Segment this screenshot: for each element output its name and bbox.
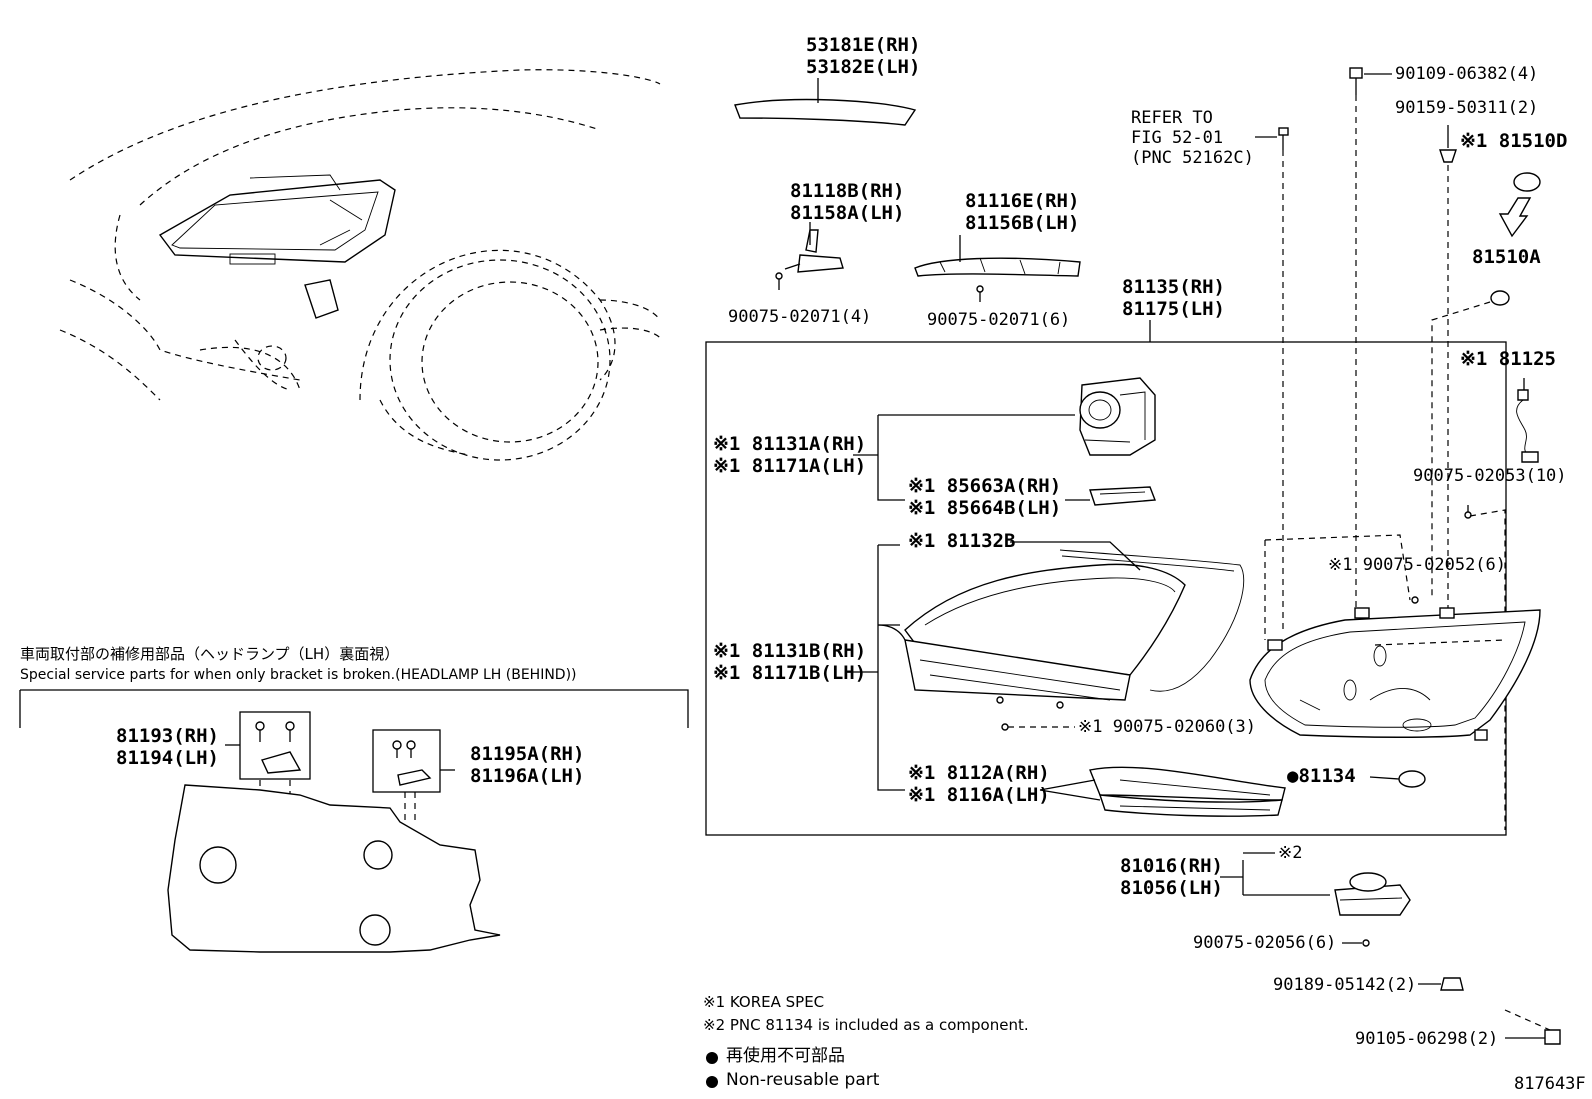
label-53182e: 53182E(LH) — [806, 56, 921, 78]
label-81134: ●81134 — [1287, 765, 1356, 787]
headlamp-81131b — [904, 549, 1245, 709]
label-81016: 81016(RH) — [1120, 855, 1223, 877]
o-ring-81134 — [1398, 770, 1426, 788]
label-81175: 81175(LH) — [1122, 298, 1225, 320]
label-bolt-90075-4: 90075-02071(4) — [728, 307, 872, 327]
label-bolt-90075-60: ※1 90075-02060(3) — [1078, 717, 1257, 737]
bolt-90109 — [1349, 67, 1392, 610]
label-81193: 81193(RH) — [116, 725, 219, 747]
label-81132b: ※1 81132B — [908, 530, 1016, 552]
footnote-1: ※1 KOREA SPEC — [703, 993, 825, 1011]
label-8116a: ※1 8116A(LH) — [908, 784, 1050, 806]
legend-text-jp: 再使用不可部品 — [726, 1046, 845, 1066]
label-85664b: ※1 85664B(LH) — [908, 497, 1062, 519]
label-bolt-90075-56: 90075-02056(6) — [1193, 933, 1337, 953]
label-81171b: ※1 81171B(LH) — [713, 662, 867, 684]
label-81171a: ※1 81171A(LH) — [713, 455, 867, 477]
figure-id: 817643F — [1514, 1074, 1586, 1094]
label-81118b: 81118B(RH) — [790, 180, 905, 202]
label-81125: ※1 81125 — [1460, 348, 1556, 370]
label-bolt-90075-52: ※1 90075-02052(6) — [1328, 555, 1507, 575]
bracket-81116 — [914, 235, 1081, 302]
ballast-81016 — [1334, 872, 1411, 916]
label-81158a: 81158A(LH) — [790, 202, 905, 224]
label-81195a: 81195A(RH) — [470, 743, 585, 765]
label-81131b: ※1 81131B(RH) — [713, 640, 867, 662]
label-8112a: ※1 8112A(RH) — [908, 762, 1050, 784]
label-85663a: ※1 85663A(RH) — [908, 475, 1062, 497]
service-bracket-frame — [19, 689, 689, 728]
legend-text-en: Non-reusable part — [726, 1070, 880, 1090]
drl-8112a — [1089, 766, 1286, 817]
label-refer-3: (PNC 52162C) — [1131, 148, 1254, 168]
label-81510d: ※1 81510D — [1460, 130, 1568, 152]
headlamp-rear-outline — [167, 784, 501, 953]
legend-dot-jp — [706, 1052, 718, 1064]
assembly-box — [705, 341, 1507, 836]
label-53181e: 53181E(RH) — [806, 34, 921, 56]
service-box-right — [372, 729, 441, 793]
clip-90159 — [1439, 125, 1457, 620]
label-81116e: 81116E(RH) — [965, 190, 1080, 212]
socket-81125 — [1516, 378, 1539, 463]
trim-strip — [734, 98, 917, 126]
label-bolt-90075-6: 90075-02071(6) — [927, 310, 1071, 330]
label-clip-90159: 90159-50311(2) — [1395, 98, 1539, 118]
cap-81510 — [1431, 172, 1541, 600]
label-81194: 81194(LH) — [116, 747, 219, 769]
label-81135: 81135(RH) — [1122, 276, 1225, 298]
refer-bolt — [1255, 127, 1289, 630]
bracket-81118 — [775, 222, 844, 290]
housing-81135 — [1249, 607, 1541, 741]
car-front-illustration — [59, 69, 663, 461]
label-mark-2: ※2 — [1278, 843, 1303, 863]
label-81131a: ※1 81131A(RH) — [713, 433, 867, 455]
label-bolt-90105: 90105-06298(2) — [1355, 1029, 1499, 1049]
label-81196a: 81196A(LH) — [470, 765, 585, 787]
label-nut-90189: 90189-05142(2) — [1273, 975, 1417, 995]
service-title-en: Special service parts for when only brac… — [20, 667, 577, 683]
module-85663 — [1089, 486, 1156, 506]
projector-81131a — [1079, 377, 1156, 456]
label-refer-2: FIG 52-01 — [1131, 128, 1224, 148]
label-bolt-90109: 90109-06382(4) — [1395, 64, 1539, 84]
legend-dot-en — [706, 1076, 718, 1088]
label-81510a: 81510A — [1472, 246, 1541, 268]
service-title-jp: 車両取付部の補修用部品（ヘッドランプ（LH）裏面視） — [20, 645, 400, 663]
label-bolt-90075-10: 90075-02053(10) — [1413, 466, 1567, 486]
label-81056: 81056(LH) — [1120, 877, 1223, 899]
label-refer-1: REFER TO — [1131, 108, 1213, 128]
footnote-2: ※2 PNC 81134 is included as a component. — [703, 1016, 1029, 1034]
label-81156b: 81156B(LH) — [965, 212, 1080, 234]
